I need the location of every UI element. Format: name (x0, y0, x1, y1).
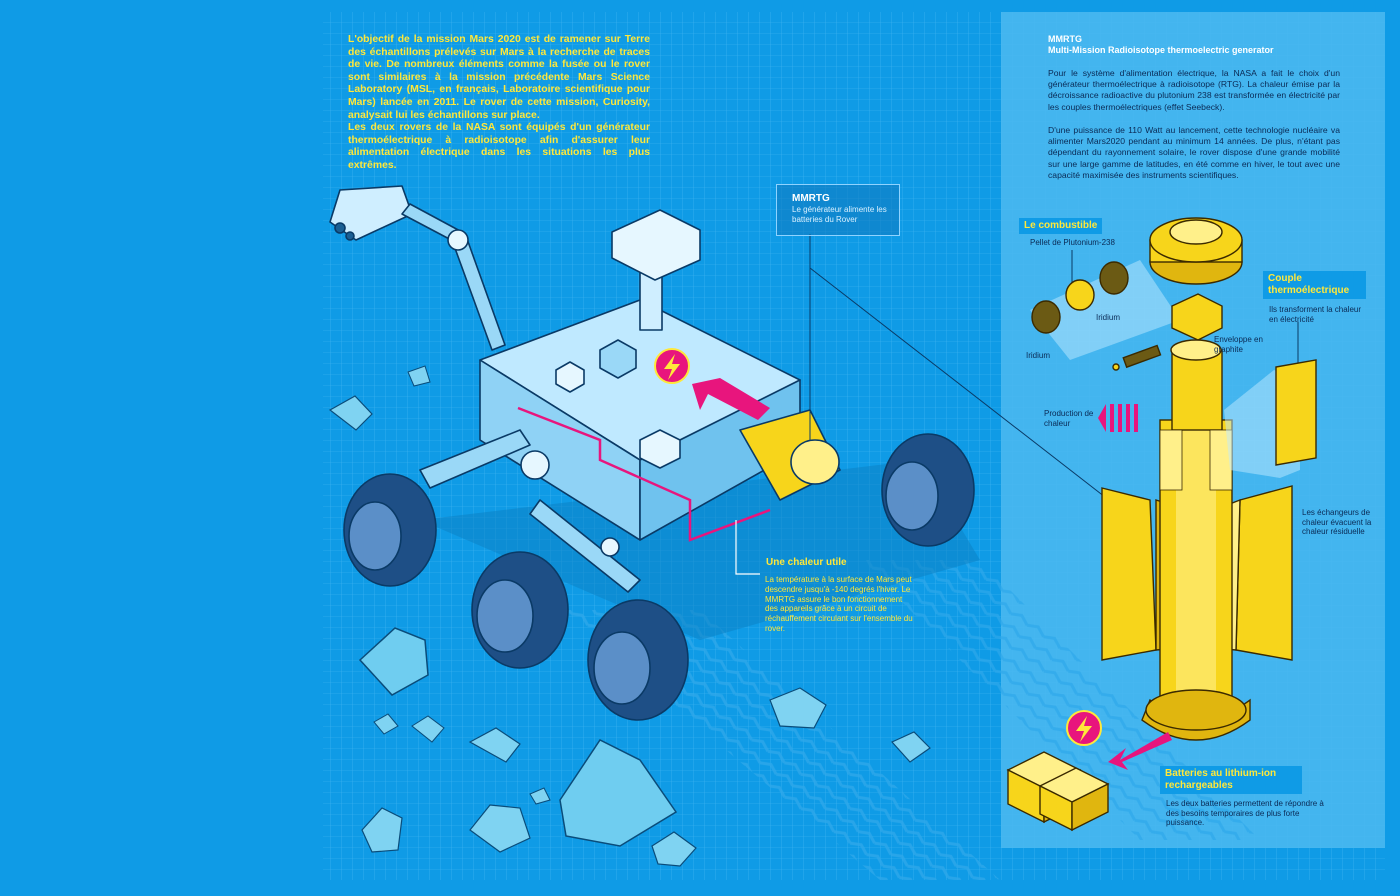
mmrtg-callout-text: Le générateur alimente les batteries du … (792, 205, 887, 224)
enveloppe-label: Enveloppe en graphite (1214, 335, 1263, 354)
intro-paragraph-2: Les deux rovers de la NASA sont équipés … (348, 122, 650, 171)
heat-callout-text: La température à la surface de Mars peut… (765, 575, 913, 633)
rover-illustration (329, 185, 975, 721)
leader-line (735, 520, 760, 575)
pellet-label: Pellet de Plutonium-238 (1030, 238, 1115, 247)
power-arrow (692, 378, 770, 420)
thermocouple-module (1224, 359, 1317, 478)
couple-text: Ils transforment la chaleur en électrici… (1269, 305, 1362, 324)
panel-title-line-2: Multi-Mission Radioisotope thermoelectri… (1048, 45, 1274, 55)
combustible-label: Le combustible (1019, 218, 1103, 234)
battery-arrow (1108, 732, 1172, 770)
intro-text: L'objectif de la mission Mars 2020 est d… (348, 34, 650, 173)
echangeurs-label: Les échangeurs de chaleur évacuent la ch… (1302, 508, 1372, 537)
panel-title: MMRTG Multi-Mission Radioisotope thermoe… (1048, 34, 1348, 56)
production-label: Production de chaleur (1044, 409, 1094, 428)
leader-line (809, 267, 1115, 505)
heat-production-icon (1098, 404, 1138, 432)
mmrtg-callout-title: MMRTG (792, 193, 830, 204)
iridium-label: Iridium (1096, 313, 1121, 322)
batteries-text: Les deux batteries permettent de répondr… (1166, 799, 1324, 828)
panel-paragraph-1: Pour le système d'alimentation électriqu… (1048, 68, 1340, 112)
panel-title-line-1: MMRTG (1048, 34, 1082, 44)
graphite-block (1171, 293, 1223, 341)
panel-paragraph-2: D'une puissance de 110 Watt au lancement… (1048, 125, 1340, 180)
mmrtg-callout (776, 184, 900, 236)
rocks (328, 365, 931, 867)
heating-circuit (517, 406, 771, 542)
generator-cap (1149, 217, 1243, 285)
couple-label: Couple thermoélectrique (1263, 271, 1366, 299)
batteries (1006, 751, 1110, 832)
batteries-label: Batteries au lithium-ion rechargeables (1160, 766, 1302, 794)
intro-paragraph-1: L'objectif de la mission Mars 2020 est d… (348, 34, 650, 121)
mmrtg-generator (1101, 339, 1293, 741)
fuel-pellets (1030, 260, 1180, 371)
iridium-label: Iridium (1026, 351, 1051, 360)
heat-callout-title: Une chaleur utile (766, 557, 847, 568)
